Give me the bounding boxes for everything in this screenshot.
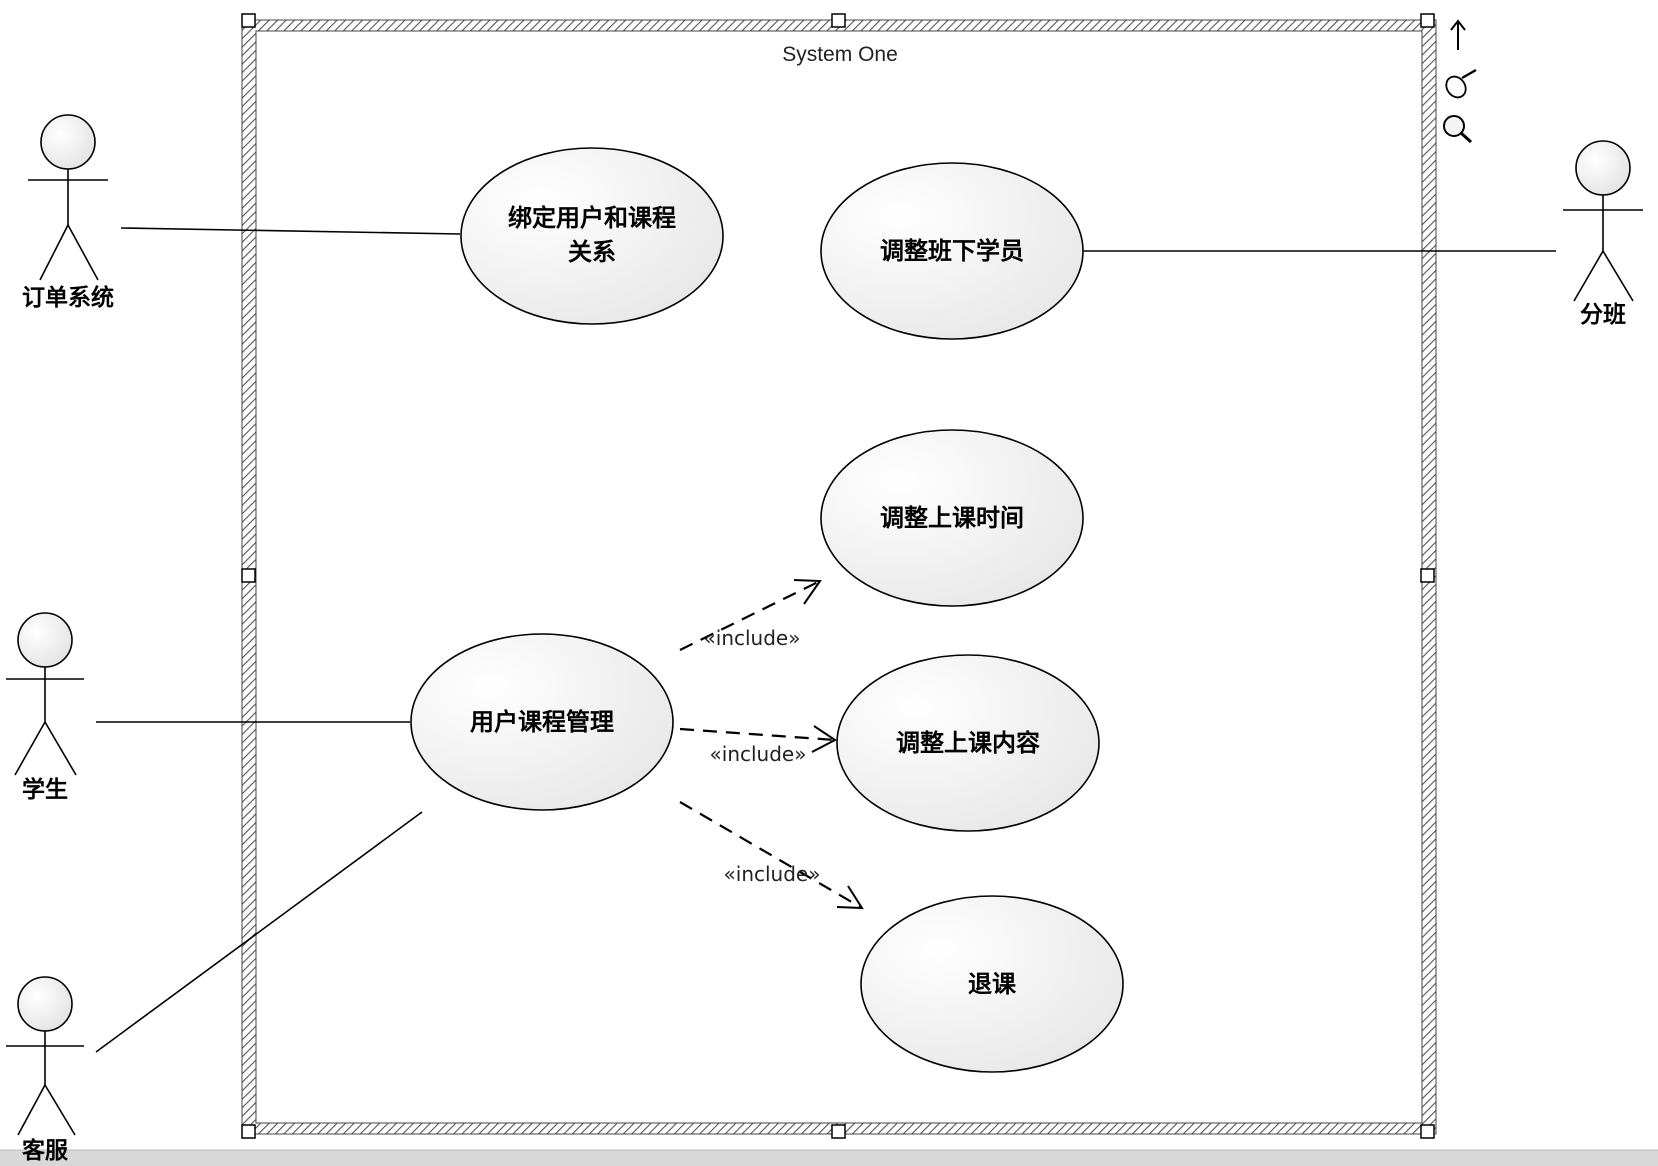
include-adjust-class-content[interactable]	[679, 725, 837, 753]
handle-top-left	[241, 13, 256, 28]
magnifier-icon[interactable]	[1443, 115, 1473, 144]
handle-bottom-center	[831, 1124, 846, 1139]
actor-label: 客服	[22, 1137, 69, 1164]
actor-order-system[interactable]: 订单系统	[22, 114, 114, 311]
usecase-label: 用户课程管理	[470, 708, 614, 736]
usecase-label: 调整班下学员	[880, 237, 1024, 265]
usecase-label: 退课	[968, 970, 1017, 998]
actor-customer-service[interactable]: 客服	[6, 976, 84, 1164]
actor-label: 订单系统	[22, 284, 114, 311]
actor-student[interactable]: 学生	[6, 612, 84, 803]
arrow-up-icon[interactable]	[1450, 19, 1466, 50]
handle-bottom-left	[241, 1124, 256, 1139]
usecase-label: 关系	[568, 238, 616, 266]
actor-class-division[interactable]: 分班	[1563, 140, 1643, 328]
usecase-bind-user-course[interactable]: 绑定用户和课程 关系	[460, 147, 724, 325]
usecase-label: 调整上课时间	[880, 504, 1024, 532]
handle-middle-left	[241, 568, 256, 583]
usecase-label: 绑定用户和课程	[508, 204, 676, 232]
handle-top-center	[831, 13, 846, 28]
association-order-system[interactable]	[120, 227, 461, 235]
include-drop-course[interactable]	[679, 801, 864, 910]
system-title: System One	[782, 43, 898, 66]
selection-handles[interactable]	[241, 13, 1435, 1139]
actor-label: 学生	[22, 776, 68, 803]
usecase-adjust-class-students[interactable]: 调整班下学员	[820, 162, 1084, 340]
include-label-content: «include»	[710, 742, 807, 766]
system-boundary[interactable]	[241, 19, 1437, 1135]
usecase-drop-course[interactable]: 退课	[860, 895, 1124, 1073]
association-customer-service[interactable]	[95, 811, 423, 1053]
paint-bucket-icon[interactable]	[1442, 68, 1477, 101]
usecase-user-course-management[interactable]: 用户课程管理	[410, 633, 674, 811]
include-adjust-class-time[interactable]	[679, 579, 822, 651]
handle-middle-right	[1420, 568, 1435, 583]
include-label-drop: «include»	[724, 862, 821, 886]
actor-label: 分班	[1580, 302, 1626, 328]
usecase-adjust-class-content[interactable]: 调整上课内容	[836, 654, 1100, 832]
handle-top-right	[1420, 13, 1435, 28]
include-label-time: «include»	[704, 626, 801, 650]
usecase-adjust-class-time[interactable]: 调整上课时间	[820, 429, 1084, 607]
bottom-scroll-strip	[0, 1150, 1658, 1166]
usecase-label: 调整上课内容	[896, 729, 1040, 757]
handle-bottom-right	[1420, 1124, 1435, 1139]
